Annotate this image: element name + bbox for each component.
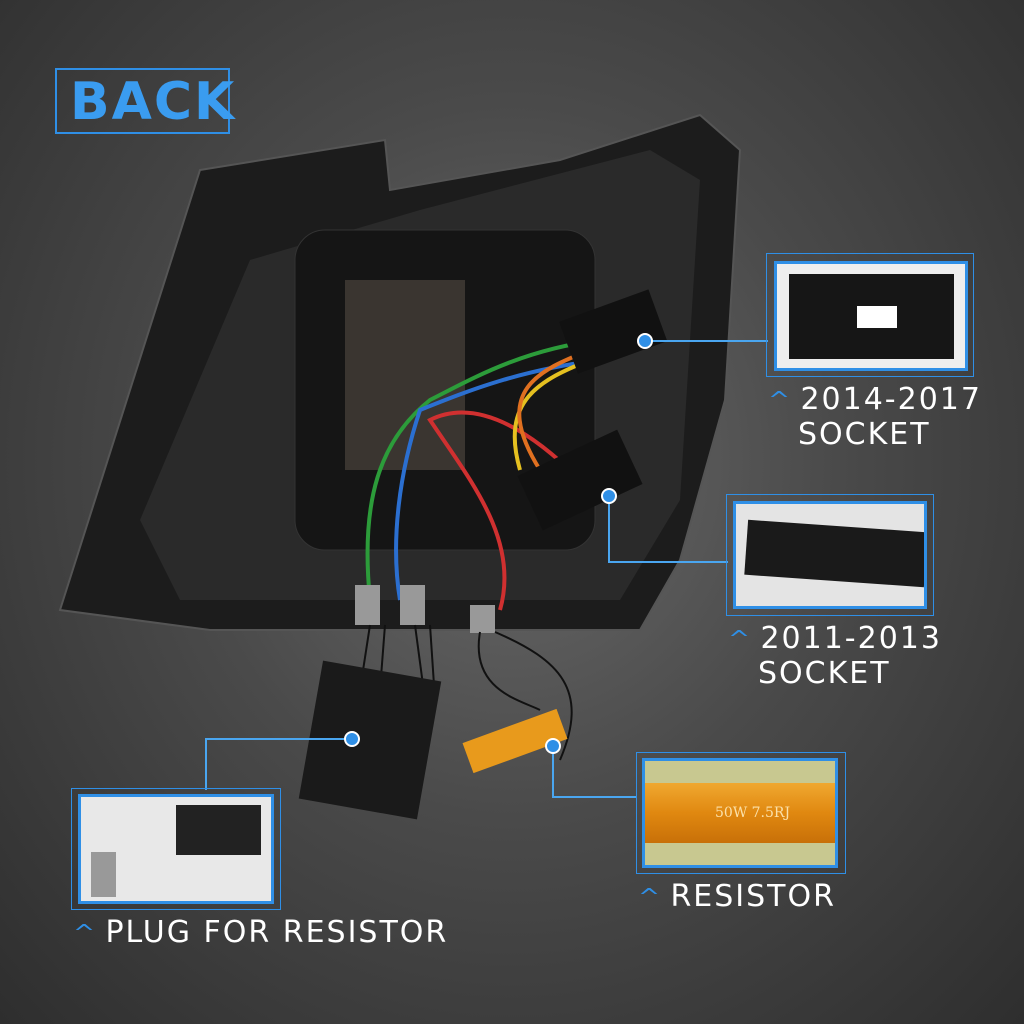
marker-dot bbox=[601, 488, 617, 504]
connector-line-2014 bbox=[650, 340, 768, 342]
callout-frame bbox=[726, 494, 934, 616]
connector-line-2011 bbox=[608, 561, 728, 563]
callout-frame bbox=[71, 788, 281, 910]
socket-2014-2017-photo bbox=[774, 261, 968, 371]
connector-line-plug bbox=[205, 738, 207, 790]
plug-for-resistor-label: ^PLUG FOR RESISTOR bbox=[72, 915, 449, 950]
chevron-up-icon: ^ bbox=[727, 626, 753, 652]
socket-2011-2013-photo bbox=[733, 501, 927, 609]
marker-dot bbox=[344, 731, 360, 747]
connector-line-2011 bbox=[608, 497, 610, 562]
socket-2011-2013-label: ^2011-2013 SOCKET bbox=[727, 621, 942, 691]
socket-2014-2017-label: ^2014-2017 SOCKET bbox=[767, 382, 982, 452]
plug-photo bbox=[78, 794, 274, 904]
chevron-up-icon: ^ bbox=[767, 387, 793, 413]
page-title: BACK bbox=[70, 72, 237, 132]
connector-line-resistor bbox=[552, 748, 554, 796]
marker-dot bbox=[545, 738, 561, 754]
connector-line-resistor bbox=[552, 796, 637, 798]
title-frame bbox=[55, 68, 230, 134]
callout-frame bbox=[766, 253, 974, 377]
resistor-label: ^RESISTOR bbox=[637, 879, 836, 914]
connector-line-plug bbox=[205, 738, 350, 740]
resistor-photo: 50W 7.5RJ bbox=[642, 758, 838, 868]
marker-dot bbox=[637, 333, 653, 349]
chevron-up-icon: ^ bbox=[637, 884, 663, 910]
chevron-up-icon: ^ bbox=[72, 920, 98, 946]
callout-frame bbox=[636, 752, 846, 874]
